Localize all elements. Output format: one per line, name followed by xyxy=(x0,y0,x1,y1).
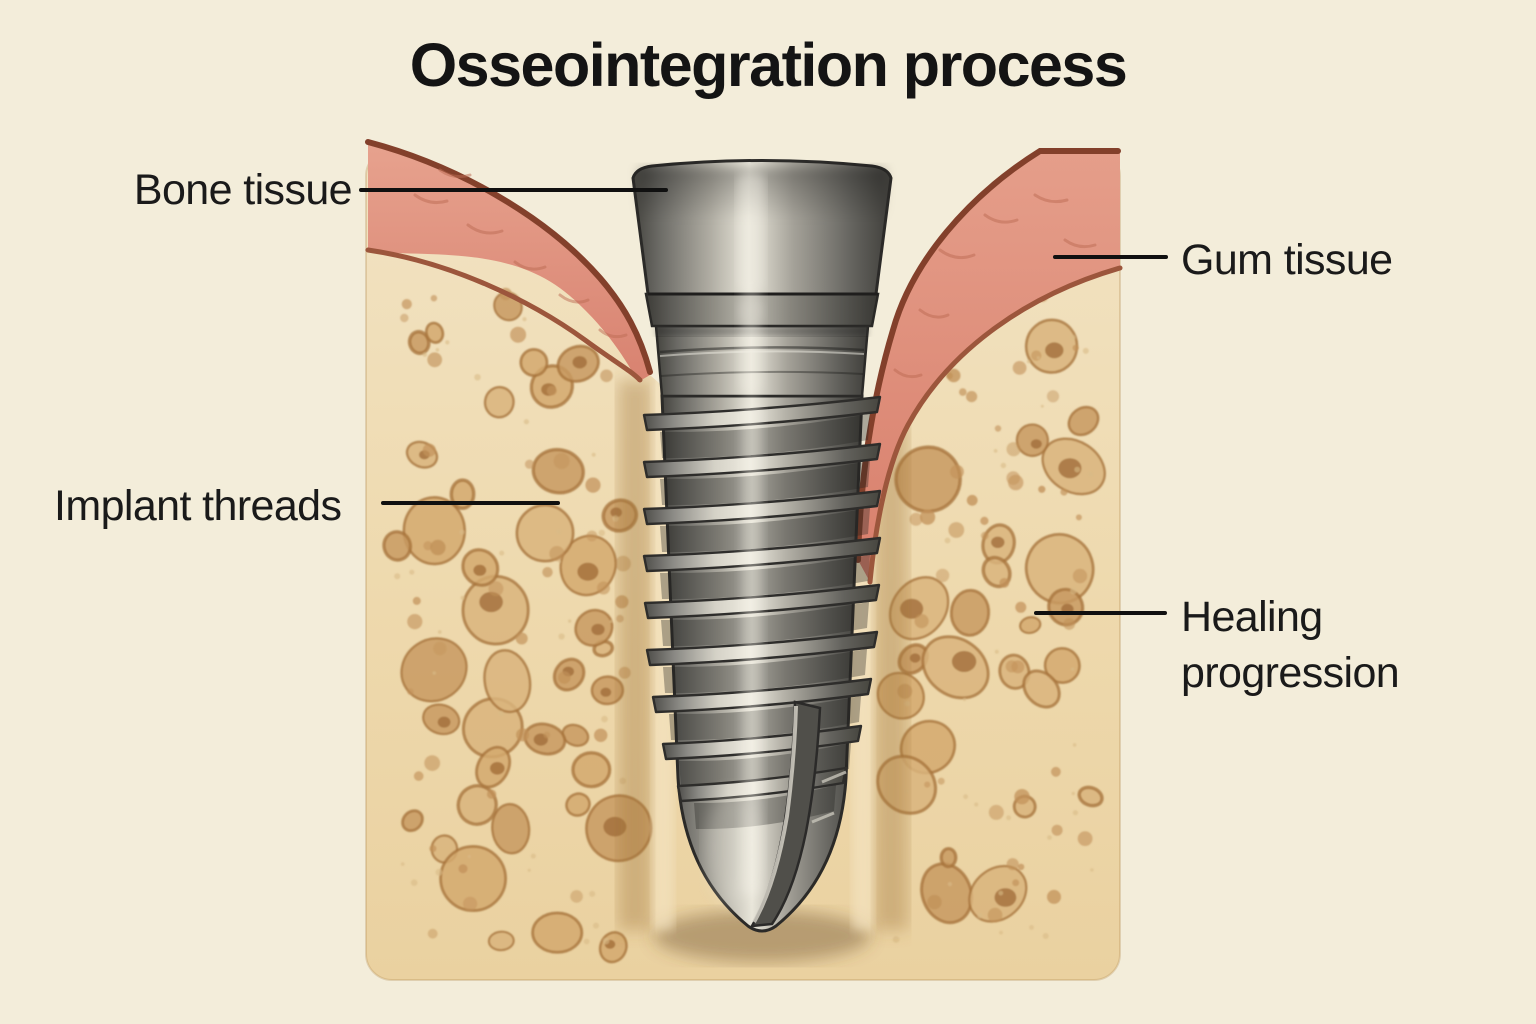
page-title: Osseointegration process xyxy=(409,31,1128,99)
gum-left xyxy=(365,139,653,383)
leader-line-implant-threads xyxy=(381,501,560,505)
leader-line-healing-progression xyxy=(1034,611,1167,615)
label-healing-progression: Healing progression xyxy=(1181,593,1400,697)
metal-highlight xyxy=(737,172,765,896)
implant-tip-flute xyxy=(749,700,847,928)
label-gum-tissue: Gum tissue xyxy=(1181,236,1393,284)
leader-line-gum-tissue xyxy=(1053,255,1168,259)
label-bone-tissue: Bone tissue xyxy=(133,166,353,214)
trabecular-bone-texture xyxy=(382,287,1106,964)
dental-implant xyxy=(631,159,893,933)
label-implant-threads: Implant threads xyxy=(54,482,342,530)
gum-texture-strokes xyxy=(893,193,1097,379)
gum-texture-strokes xyxy=(413,168,628,339)
leader-line-bone-tissue xyxy=(359,188,668,192)
